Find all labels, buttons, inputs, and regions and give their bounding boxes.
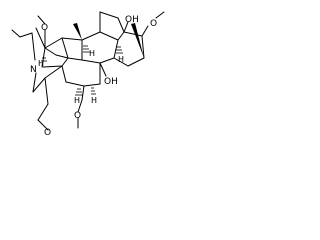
bond-skeleton [11,11,165,131]
hydrogen-labels: H H H H H [38,49,124,105]
methoxy-oxygen-bottom-left: O [44,128,51,138]
methoxy-oxygen-top-right: O [150,19,157,29]
hydrogen-label-5: H [38,59,44,68]
hydroxyl-top: OH [125,15,139,25]
hydrogen-label-1: H [89,49,95,58]
molecule-drawing: N O OH O OH O O H H H H H [11,11,165,138]
hash-bonds [41,45,123,96]
hydrogen-label-4: H [91,96,97,105]
methoxy-oxygen-bottom: O [74,111,81,121]
hydroxyl-middle: OH [104,77,118,87]
nitrogen-atom: N [30,65,37,75]
structure-diagram: N O OH O OH O O H H H H H [0,0,169,141]
atom-labels: N O OH O OH O O [30,15,157,138]
hydrogen-label-2: H [118,55,124,64]
wedge-bonds [73,23,144,58]
methoxy-oxygen-top-left: O [41,23,48,33]
hydrogen-label-3: H [74,96,80,105]
